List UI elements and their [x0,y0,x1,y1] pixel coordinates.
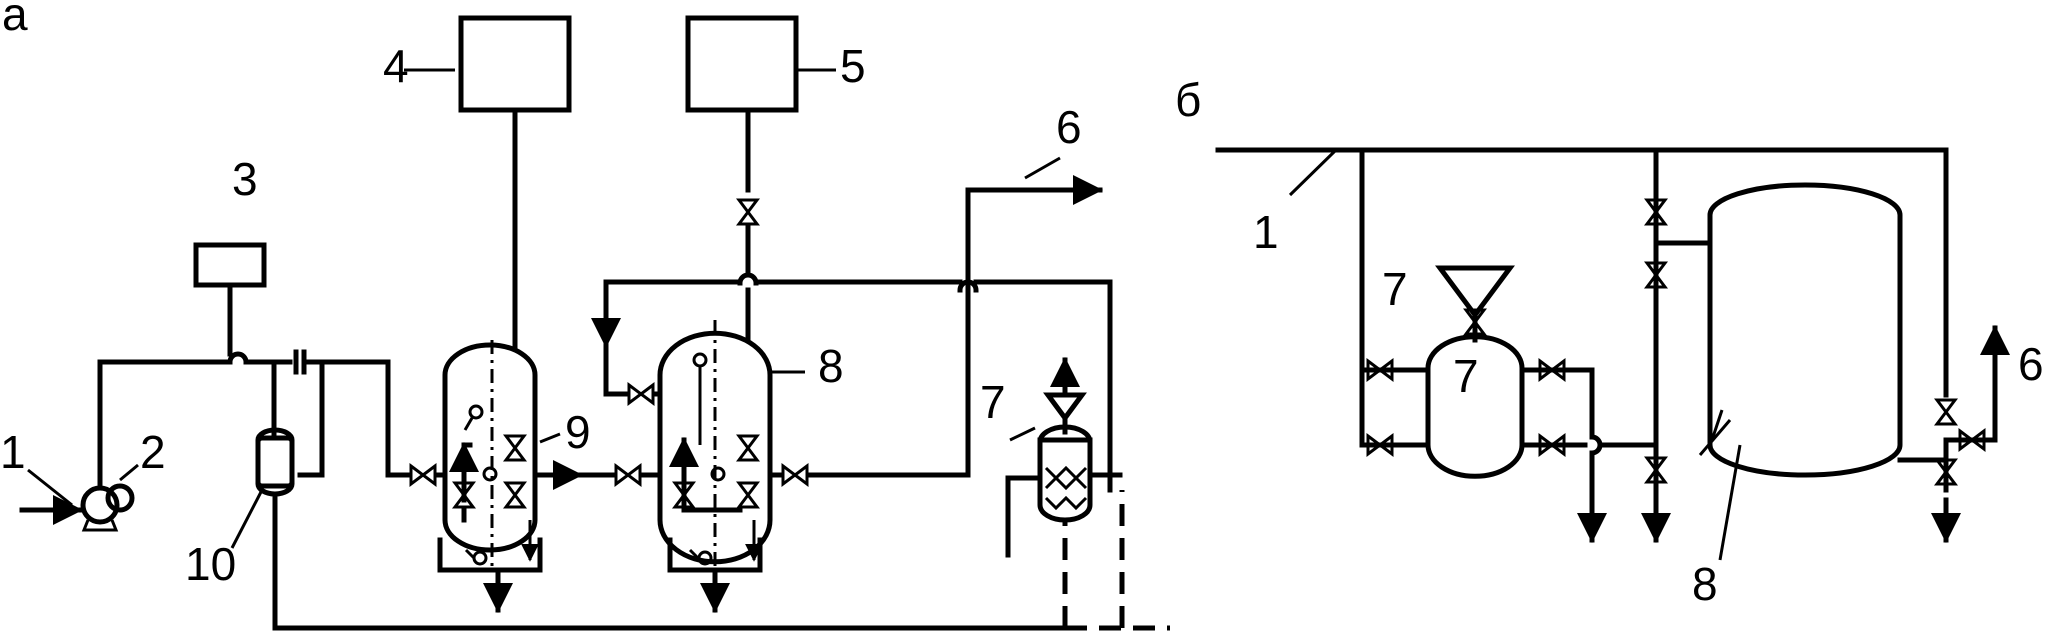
label-3: 3 [232,153,258,205]
label-7: 7 [980,376,1006,428]
label-b-7-inner: 7 [1453,350,1479,402]
filter-10 [255,435,295,489]
label-1: 1 [0,426,26,478]
tank-5 [685,15,799,113]
label-5: 5 [840,40,866,92]
label-8: 8 [818,340,844,392]
panel-a: а 3 10 [0,0,1170,631]
label-2: 2 [140,426,166,478]
ion-exchange-vessel-8 [657,320,773,613]
pump [80,483,135,532]
header-line [1215,147,1949,398]
label-9: 9 [565,406,591,458]
dosing-tank-3 [193,242,267,288]
tank-4 [458,15,572,113]
label-6: 6 [1056,101,1082,153]
panel-b: б 1 7 7 [1175,74,2044,610]
label-b-8: 8 [1692,558,1718,610]
label-10: 10 [185,538,236,590]
ion-exchange-vessel-9 [437,340,543,613]
label-b-1: 1 [1253,206,1279,258]
panel-b-letter: б [1175,74,1201,126]
label-4: 4 [383,40,409,92]
panel-a-letter: а [2,0,28,40]
deaerator-7 [1005,357,1123,558]
label-b-6: 6 [2018,338,2044,390]
label-b-7: 7 [1382,263,1408,315]
deaerator-7-b [1425,265,1525,479]
tank-8-b [1707,182,1903,478]
